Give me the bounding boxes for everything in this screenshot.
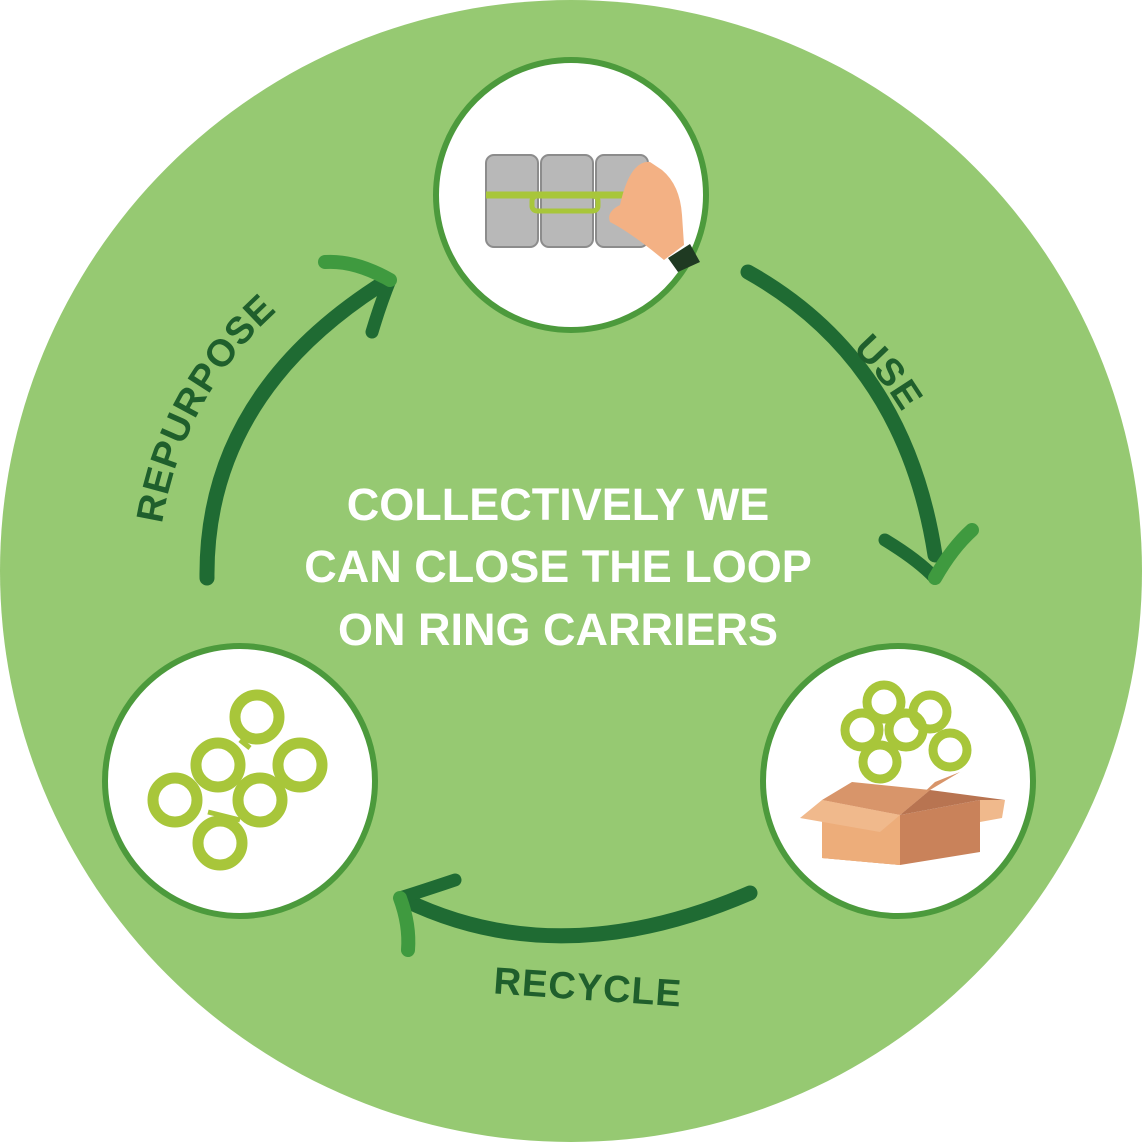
use-arrow — [740, 264, 979, 585]
use-node — [433, 57, 709, 333]
repurpose-node — [102, 643, 378, 919]
center-message: COLLECTIVELY WE CAN CLOSE THE LOOP ON RI… — [304, 479, 812, 655]
ring-carrier-in-box-icon — [800, 680, 1005, 865]
center-message-line-1: COLLECTIVELY WE — [347, 479, 770, 530]
repurpose-arrow — [199, 254, 397, 586]
cans-with-ring-carrier-icon — [485, 154, 700, 272]
center-message-line-3: ON RING CARRIERS — [338, 604, 778, 655]
center-message-line-2: CAN CLOSE THE LOOP — [304, 541, 812, 592]
six-ring-carrier-icon — [147, 689, 328, 871]
recycle-arrow — [393, 873, 758, 957]
recycle-node — [760, 643, 1036, 919]
